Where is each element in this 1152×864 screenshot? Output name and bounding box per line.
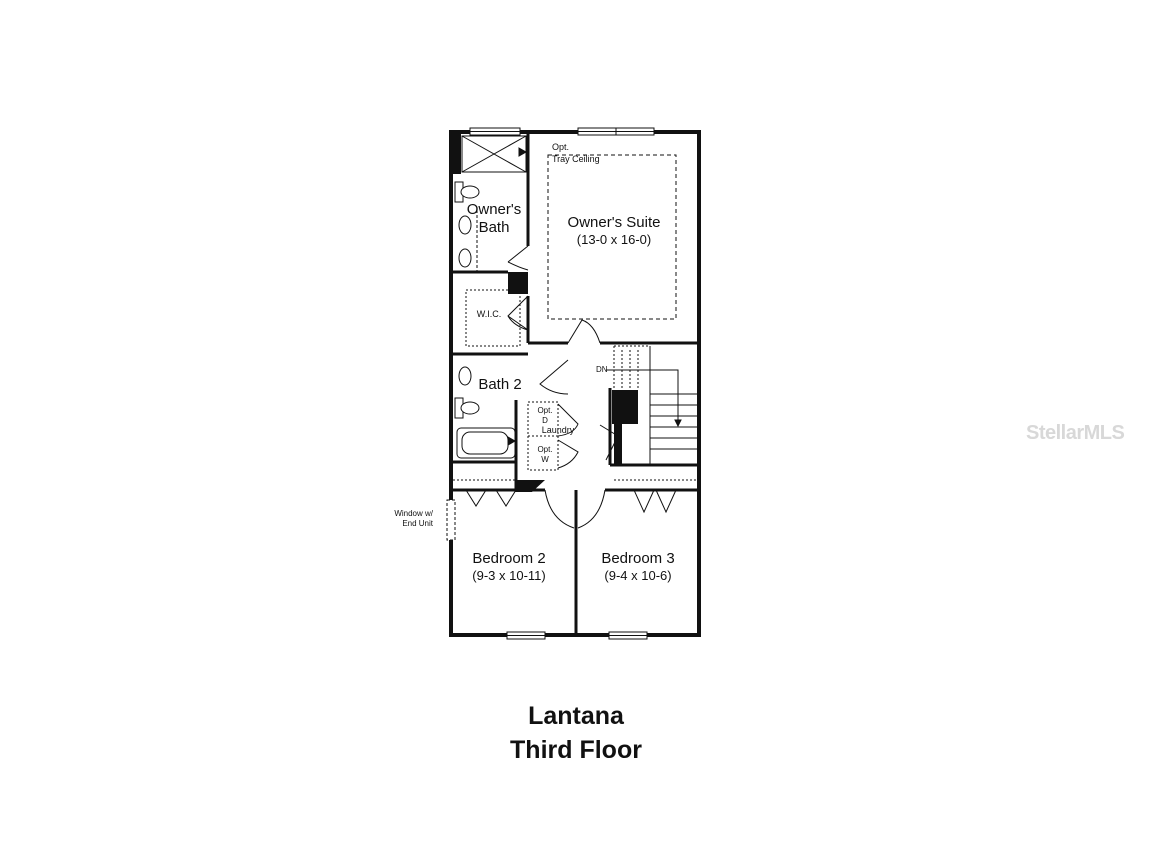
laundry-dryer: D (542, 416, 548, 425)
laundry-washer: W (541, 455, 549, 464)
window-note-line2: End Unit (402, 519, 433, 528)
plan-title: Lantana (528, 702, 624, 730)
wic-label: W.I.C. (477, 309, 502, 319)
window-note-line1: Window w/ (394, 509, 433, 518)
bath2-label: Bath 2 (478, 376, 521, 393)
laundry-label: Laundry (542, 425, 575, 435)
hall-doors (544, 319, 619, 529)
bedroom2-name: Bedroom 2 (472, 550, 545, 567)
owners-suite-name: Owner's Suite (568, 214, 661, 231)
tray-ceiling-label-line2: Tray Ceiling (552, 154, 600, 164)
owners-suite-dimensions: (13-0 x 16-0) (577, 232, 651, 247)
laundry-closet (527, 401, 579, 471)
laundry-opt-top: Opt. (537, 406, 552, 415)
staircase (606, 345, 697, 465)
tray-ceiling-label-line1: Opt. (552, 142, 569, 152)
optional-tray-ceiling (547, 154, 677, 320)
bath2-door (539, 359, 569, 395)
watermark: StellarMLS (1026, 422, 1125, 444)
stairs-down-label: DN (596, 365, 608, 374)
owners-bath-door (507, 245, 529, 271)
wic-door (507, 295, 529, 331)
bedroom3-dimensions: (9-4 x 10-6) (604, 568, 671, 583)
bedroom3-name: Bedroom 3 (601, 550, 674, 567)
wic-shelving (465, 289, 521, 347)
plan-subtitle: Third Floor (510, 736, 642, 764)
windows (469, 127, 655, 640)
solid-wall-blocks (451, 132, 638, 492)
optional-end-unit-window (446, 499, 456, 541)
bath2-fixtures (454, 366, 517, 459)
shower (461, 135, 528, 173)
owners-bath-label-line2: Bath (479, 219, 510, 236)
laundry-opt-bottom: Opt. (537, 445, 552, 454)
bedroom2-dimensions: (9-3 x 10-11) (472, 568, 545, 583)
bedroom-closet-doors (453, 479, 697, 514)
owners-bath-label-line1: Owner's (467, 201, 522, 218)
owners-bath-fixtures (454, 181, 480, 272)
